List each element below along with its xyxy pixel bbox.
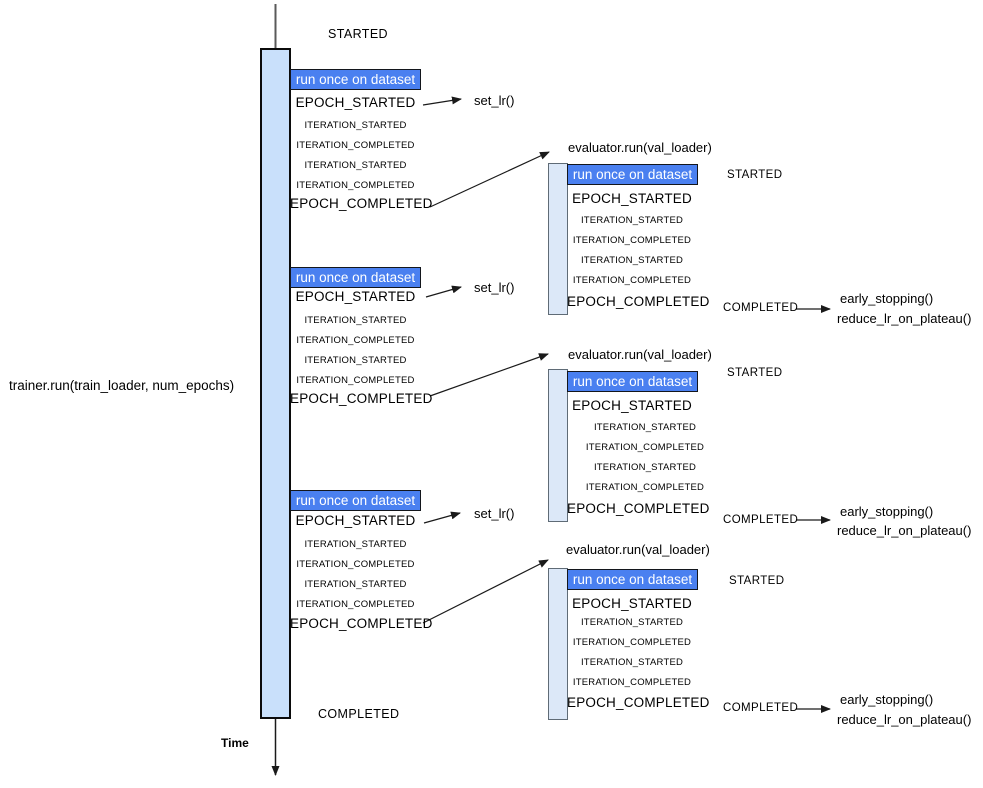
event-epoch-started: EPOCH_STARTED bbox=[295, 95, 416, 110]
event-iteration-completed: ITERATION_COMPLETED bbox=[572, 677, 692, 688]
evaluator-timeline-bar bbox=[548, 568, 568, 720]
reduce-lr-on-plateau-handler-label: reduce_lr_on_plateau() bbox=[837, 712, 972, 727]
arrow-epoch2-completed-to-evaluator2 bbox=[429, 353, 549, 397]
event-epoch-completed: EPOCH_COMPLETED bbox=[567, 695, 710, 710]
reduce-lr-on-plateau-handler-label: reduce_lr_on_plateau() bbox=[837, 523, 972, 538]
arrow-epoch1-completed-to-evaluator1 bbox=[429, 151, 550, 208]
arrow-epoch2-started-to-set-lr bbox=[425, 285, 462, 298]
event-iteration-started: ITERATION_STARTED bbox=[593, 422, 697, 433]
event-iteration-completed: ITERATION_COMPLETED bbox=[296, 180, 415, 191]
evaluator-run-title: evaluator.run(val_loader) bbox=[568, 347, 712, 362]
run-once-on-dataset-badge: run once on dataset bbox=[567, 371, 698, 392]
event-iteration-started: ITERATION_STARTED bbox=[580, 215, 684, 226]
event-iteration-started: ITERATION_STARTED bbox=[593, 462, 697, 473]
event-iteration-started: ITERATION_STARTED bbox=[304, 579, 407, 590]
arrow-epoch3-started-to-set-lr bbox=[423, 511, 461, 524]
evaluator-run-title: evaluator.run(val_loader) bbox=[568, 140, 712, 155]
event-iteration-completed: ITERATION_COMPLETED bbox=[572, 235, 692, 246]
event-epoch-started: EPOCH_STARTED bbox=[572, 398, 692, 413]
evaluator-completed-label: COMPLETED bbox=[723, 702, 799, 714]
event-iteration-completed: ITERATION_COMPLETED bbox=[296, 140, 415, 151]
trainer-timeline-bar bbox=[260, 48, 291, 719]
event-iteration-started: ITERATION_STARTED bbox=[580, 657, 684, 668]
event-iteration-completed: ITERATION_COMPLETED bbox=[296, 599, 415, 610]
trainer-run-label: trainer.run(train_loader, num_epochs) bbox=[9, 378, 235, 393]
event-iteration-started: ITERATION_STARTED bbox=[580, 255, 684, 266]
evaluator-timeline-bar bbox=[548, 163, 568, 315]
evaluator-completed-label: COMPLETED bbox=[723, 302, 799, 314]
event-iteration-completed: ITERATION_COMPLETED bbox=[572, 637, 692, 648]
set-lr-handler-label: set_lr() bbox=[474, 506, 515, 521]
trainer-completed-label: COMPLETED bbox=[318, 707, 400, 721]
reduce-lr-on-plateau-handler-label: reduce_lr_on_plateau() bbox=[837, 311, 972, 326]
event-iteration-completed: ITERATION_COMPLETED bbox=[572, 275, 692, 286]
event-epoch-completed: EPOCH_COMPLETED bbox=[290, 196, 433, 211]
event-iteration-completed: ITERATION_COMPLETED bbox=[296, 375, 415, 386]
event-iteration-started: ITERATION_STARTED bbox=[304, 120, 407, 131]
evaluator-started-label: STARTED bbox=[727, 169, 783, 181]
run-once-on-dataset-badge: run once on dataset bbox=[290, 69, 421, 90]
evaluator-completed-label: COMPLETED bbox=[723, 514, 799, 526]
run-once-on-dataset-badge: run once on dataset bbox=[290, 267, 421, 288]
time-axis-label: Time bbox=[221, 736, 249, 750]
early-stopping-handler-label: early_stopping() bbox=[840, 291, 934, 306]
run-once-on-dataset-badge: run once on dataset bbox=[567, 164, 698, 185]
trainer-started-label: STARTED bbox=[328, 27, 388, 41]
event-iteration-completed: ITERATION_COMPLETED bbox=[585, 442, 705, 453]
evaluator-started-label: STARTED bbox=[727, 367, 783, 379]
event-epoch-completed: EPOCH_COMPLETED bbox=[567, 501, 710, 516]
event-iteration-started: ITERATION_STARTED bbox=[580, 617, 684, 628]
event-epoch-started: EPOCH_STARTED bbox=[295, 513, 416, 528]
event-iteration-completed: ITERATION_COMPLETED bbox=[296, 559, 415, 570]
event-epoch-completed: EPOCH_COMPLETED bbox=[567, 294, 710, 309]
run-once-on-dataset-badge: run once on dataset bbox=[567, 569, 698, 590]
event-epoch-started: EPOCH_STARTED bbox=[572, 191, 692, 206]
event-iteration-started: ITERATION_STARTED bbox=[304, 355, 407, 366]
event-epoch-started: EPOCH_STARTED bbox=[572, 596, 692, 611]
evaluator-run-title: evaluator.run(val_loader) bbox=[566, 542, 710, 557]
event-iteration-completed: ITERATION_COMPLETED bbox=[296, 335, 415, 346]
set-lr-handler-label: set_lr() bbox=[474, 93, 515, 108]
evaluator-timeline-bar bbox=[548, 369, 568, 522]
set-lr-handler-label: set_lr() bbox=[474, 280, 515, 295]
event-epoch-completed: EPOCH_COMPLETED bbox=[290, 391, 433, 406]
evaluator-started-label: STARTED bbox=[729, 575, 785, 587]
event-iteration-started: ITERATION_STARTED bbox=[304, 315, 407, 326]
event-iteration-completed: ITERATION_COMPLETED bbox=[585, 482, 705, 493]
event-epoch-completed: EPOCH_COMPLETED bbox=[290, 616, 433, 631]
arrow-epoch3-completed-to-evaluator3 bbox=[422, 559, 549, 624]
arrow-epoch1-started-to-set-lr bbox=[422, 96, 462, 106]
event-iteration-started: ITERATION_STARTED bbox=[304, 160, 407, 171]
early-stopping-handler-label: early_stopping() bbox=[840, 504, 934, 519]
event-iteration-started: ITERATION_STARTED bbox=[304, 539, 407, 550]
run-once-on-dataset-badge: run once on dataset bbox=[290, 490, 421, 511]
early-stopping-handler-label: early_stopping() bbox=[840, 692, 934, 707]
event-epoch-started: EPOCH_STARTED bbox=[295, 289, 416, 304]
